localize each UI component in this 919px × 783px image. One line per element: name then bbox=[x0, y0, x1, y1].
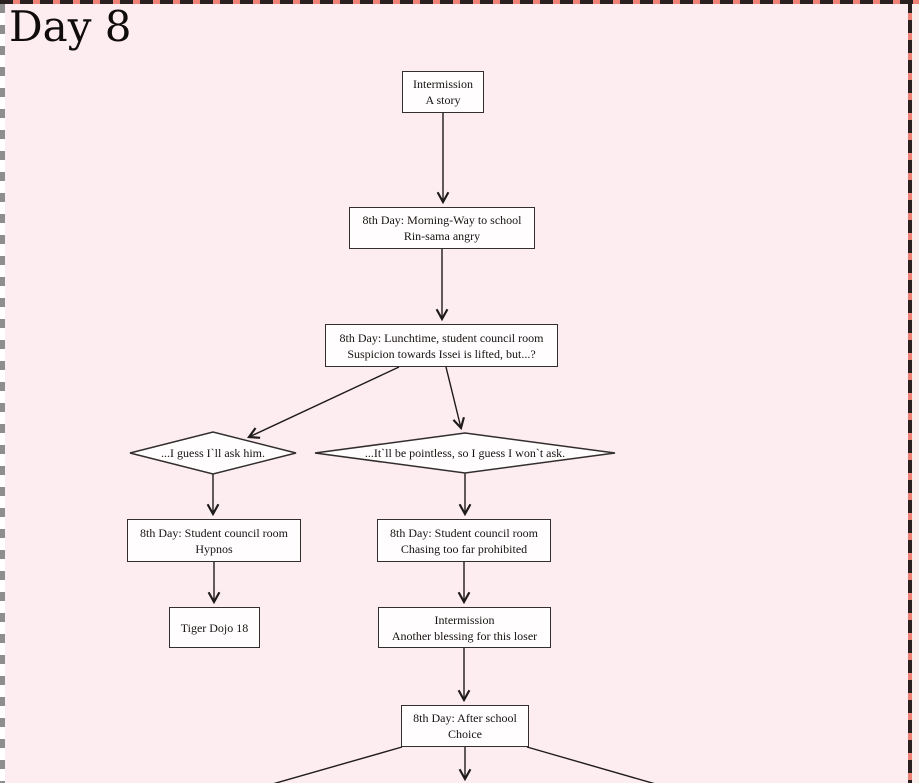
page-title: Day 8 bbox=[9, 2, 132, 51]
node-hypnos: 8th Day: Student council room Hypnos bbox=[127, 519, 301, 562]
node-morning-way-to-school: 8th Day: Morning-Way to school Rin-sama … bbox=[349, 207, 535, 249]
node-lunchtime-student-council: 8th Day: Lunchtime, student council room… bbox=[325, 324, 558, 367]
edge-after-school-left bbox=[273, 746, 403, 783]
node-tiger-dojo-18: Tiger Dojo 18 bbox=[169, 607, 260, 648]
dashed-border-right bbox=[908, 0, 912, 783]
node-intermission-a-story: Intermission A story bbox=[402, 71, 484, 113]
node-choice-ask-him: ...I guess I`ll ask him. bbox=[161, 446, 265, 460]
node-choice-wont-ask: ...It`ll be pointless, so I guess I won`… bbox=[364, 446, 566, 460]
edge-lunchtime-to-not-ask bbox=[445, 366, 461, 428]
page-outer-right-strip bbox=[912, 4, 919, 783]
edge-after-school-right bbox=[526, 746, 655, 783]
diamond-choice-not-ask bbox=[314, 432, 616, 474]
node-another-blessing: Intermission Another blessing for this l… bbox=[378, 607, 551, 648]
node-chasing-prohibited: 8th Day: Student council room Chasing to… bbox=[377, 519, 551, 562]
node-after-school-choice: 8th Day: After school Choice bbox=[401, 705, 529, 747]
edge-lunchtime-to-ask bbox=[249, 366, 400, 437]
dashed-border-left bbox=[0, 4, 5, 783]
dashed-border-top bbox=[0, 0, 919, 4]
diamond-choice-ask bbox=[129, 431, 297, 475]
